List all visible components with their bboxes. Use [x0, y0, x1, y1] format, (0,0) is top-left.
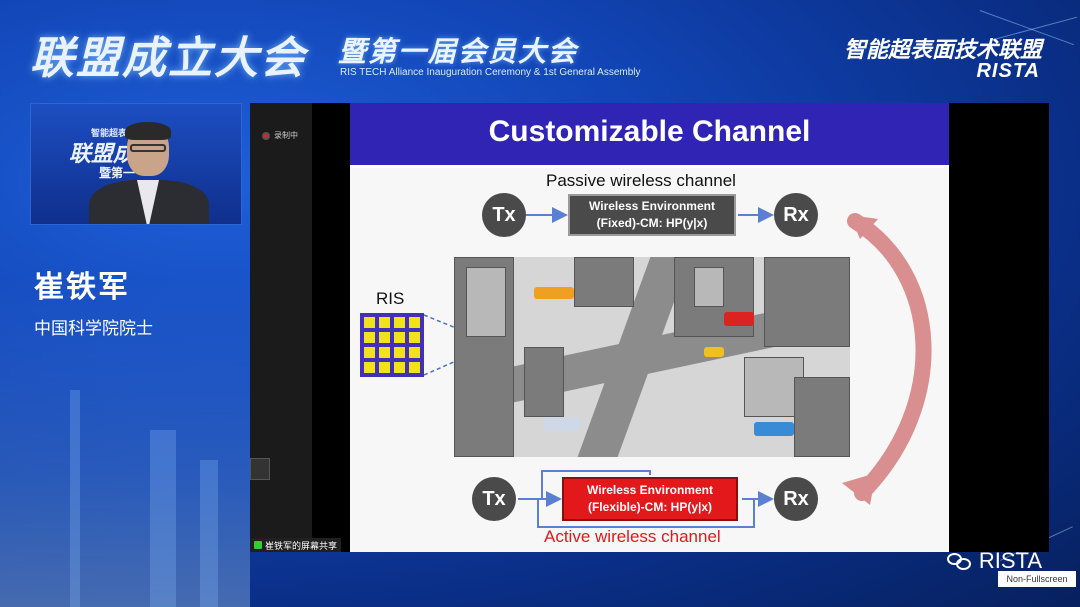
- screen-share-icon: [254, 541, 262, 549]
- city-illustration: [454, 257, 850, 457]
- letterbox-left: [312, 103, 350, 552]
- speaker-role: 中国科学院院士: [34, 314, 153, 339]
- active-channel-label: Active wireless channel: [544, 527, 721, 547]
- speaker-figure: [89, 122, 209, 225]
- flex-box-line1: Wireless Environment: [587, 482, 713, 499]
- organization-acronym: RISTA: [976, 60, 1040, 83]
- presentation-slide: Customizable Channel Passive wireless ch…: [350, 103, 949, 552]
- speaker-name: 崔铁军: [34, 262, 130, 306]
- tx-node-active: Tx: [472, 477, 516, 521]
- speaker-video[interactable]: 智能超表面技 联盟成 暨第一: [30, 103, 242, 225]
- view-mode-indicator[interactable]: Non-Fullscreen: [998, 571, 1076, 587]
- record-icon: [262, 132, 270, 140]
- screen-share-window[interactable]: 录制中 Customizable Channel Passive wireles…: [250, 103, 1049, 552]
- minimized-panel[interactable]: [250, 458, 270, 480]
- recording-label: 录制中: [274, 130, 298, 141]
- event-subtitle: 暨第一届会员大会: [338, 30, 578, 70]
- flex-box-line2: (Flexible)-CM: HP(y|x): [588, 499, 712, 516]
- screen-share-label: 崔铁军的屏幕共享: [265, 539, 337, 552]
- meeting-side-panel: 录制中: [250, 103, 312, 552]
- event-subtitle-english: RIS TECH Alliance Inauguration Ceremony …: [340, 67, 641, 78]
- flexible-environment-box: Wireless Environment (Flexible)-CM: HP(y…: [562, 477, 738, 521]
- screen-share-tag[interactable]: 崔铁军的屏幕共享: [250, 538, 341, 552]
- letterbox-right: [949, 103, 1049, 552]
- wechat-icon: [947, 551, 973, 571]
- ris-panel: [360, 313, 424, 377]
- ris-label: RIS: [376, 289, 404, 309]
- rx-node-active: Rx: [774, 477, 818, 521]
- background-tower: [200, 460, 218, 607]
- recording-indicator[interactable]: 录制中: [262, 130, 298, 141]
- background-tower: [70, 390, 80, 607]
- event-title: 联盟成立大会: [30, 22, 306, 86]
- background-tower: [150, 430, 176, 607]
